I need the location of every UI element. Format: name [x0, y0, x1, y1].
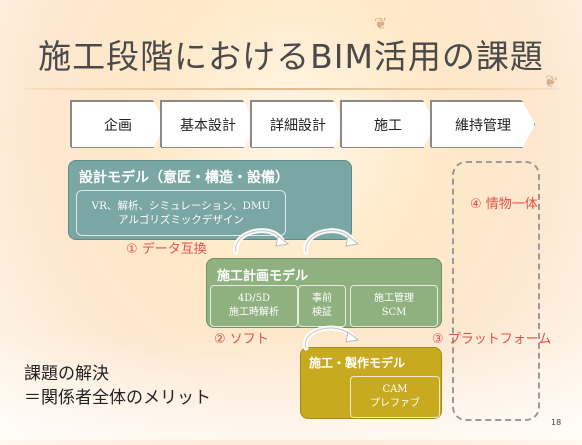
summary-line1: 課題の解決 — [24, 364, 109, 384]
design-detail-line1: VR、解析、シミュレーション、DMU — [91, 200, 271, 212]
title-underline — [24, 88, 559, 90]
design-detail-line2: アルゴリズミックデザイン — [118, 214, 244, 226]
mfg-model-heading: 施工・製作モデル — [309, 356, 406, 370]
phase-detail-design: 詳細設計 — [251, 101, 345, 148]
arrowhead-icon — [275, 235, 290, 247]
phase-planning: 企画 — [71, 101, 165, 148]
phase-basic-design: 基本設計 — [161, 101, 255, 148]
background-band — [0, 330, 582, 440]
mfg-detail-line2: プレファブ — [370, 398, 420, 409]
page-number: 18 — [551, 418, 562, 427]
summary-text: 課題の解決 ＝関係者全体のメリット — [24, 362, 211, 410]
plan-model-heading: 施工計画モデル — [217, 269, 309, 284]
summary-line2: ＝関係者全体のメリット — [24, 388, 211, 408]
plan-cell-pre-check: 事前 検証 — [298, 285, 346, 327]
design-model-heading: 設計モデル（意匠・構造・設備） — [79, 170, 289, 186]
mfg-detail-line1: CAM — [382, 384, 408, 395]
design-model-detail: VR、解析、シミュレーション、DMU アルゴリズミックデザイン — [76, 190, 286, 236]
arrowhead-icon — [345, 331, 360, 343]
phase-maintenance: 維持管理 — [431, 101, 535, 148]
info-object-frame — [452, 161, 540, 421]
plan-cell-line2: 施工時解析 — [229, 307, 279, 318]
phase-construction: 施工 — [341, 101, 435, 148]
plan-cell-line2: SCM — [381, 307, 407, 318]
label-platform: ③ プラットフォーム — [432, 332, 552, 347]
label-data-exchange: ① データ互換 — [126, 242, 207, 257]
butterfly-icon: ❦ — [374, 14, 388, 33]
plan-cell-4d5d: 4D/5D 施工時解析 — [210, 285, 298, 327]
slide-title: 施工段階におけるBIM活用の課題 — [38, 37, 544, 76]
plan-cell-line1: 施工管理 — [374, 293, 414, 304]
label-info-object: ④ 情物一体 — [470, 197, 538, 212]
mfg-model-detail: CAM プレファブ — [350, 376, 440, 418]
plan-cell-line1: 4D/5D — [237, 293, 271, 304]
arrowhead-icon — [345, 235, 360, 247]
plan-cell-management: 施工管理 SCM — [350, 285, 438, 327]
label-software: ② ソフト — [214, 332, 269, 347]
plan-cell-line2: 検証 — [312, 307, 332, 318]
plan-cell-line1: 事前 — [312, 293, 332, 304]
